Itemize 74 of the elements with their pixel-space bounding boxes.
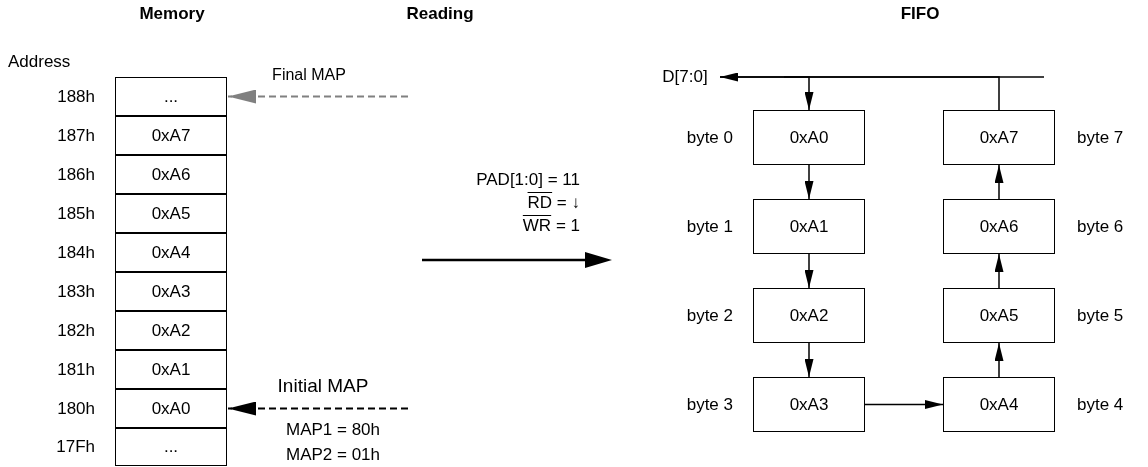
memory-cell xyxy=(115,155,227,194)
bus-label: D[7:0] xyxy=(662,67,708,87)
memory-cell xyxy=(115,233,227,272)
byte-label: byte 0 xyxy=(686,127,733,148)
arrow xyxy=(804,164,814,200)
cell-value: 0xA5 xyxy=(979,305,1019,326)
signal-label: WR = 1 xyxy=(522,216,580,236)
cell-value: ... xyxy=(163,86,179,107)
arrow xyxy=(994,253,1004,289)
cell-value: 0xA0 xyxy=(151,398,191,419)
memory-cell xyxy=(115,272,227,311)
cell-value: 0xA0 xyxy=(789,127,829,148)
arrow xyxy=(864,400,944,409)
memory-cell xyxy=(115,311,227,350)
address-label: 184h xyxy=(57,242,95,263)
byte-label: byte 2 xyxy=(686,305,733,326)
fifo-register xyxy=(753,110,865,165)
signal-label: PAD[1:0] = 11 xyxy=(476,170,580,190)
cell-value: 0xA1 xyxy=(789,216,829,237)
cell-value: ... xyxy=(163,437,179,457)
fifo-register xyxy=(943,199,1055,254)
cell-value: 0xA7 xyxy=(979,127,1019,148)
address-label: 185h xyxy=(57,203,95,224)
arrow xyxy=(719,72,1000,111)
address-label: 186h xyxy=(57,164,95,185)
cell-value: 0xA2 xyxy=(789,305,829,326)
address-label: 180h xyxy=(57,398,95,419)
cell-value: 0xA6 xyxy=(979,216,1019,237)
fifo-register xyxy=(943,377,1055,432)
memory-cell xyxy=(115,194,227,233)
fifo-register xyxy=(943,288,1055,343)
memory-cell xyxy=(115,428,227,466)
cell-value: 0xA2 xyxy=(151,320,191,341)
column-heading: FIFO xyxy=(900,4,940,24)
cell-value: 0xA1 xyxy=(151,359,191,380)
memory-cell xyxy=(115,350,227,389)
address-label: 182h xyxy=(57,320,95,341)
memory-cell xyxy=(115,389,227,428)
fifo-register xyxy=(753,377,865,432)
memory-cell xyxy=(115,77,227,116)
byte-label: byte 5 xyxy=(1077,305,1124,326)
memory-cell xyxy=(115,116,227,155)
cell-value: 0xA6 xyxy=(151,164,191,185)
byte-label: byte 4 xyxy=(1077,394,1124,415)
fifo-register xyxy=(753,199,865,254)
arrow xyxy=(804,253,814,289)
register-value: MAP2 = 01h xyxy=(286,445,380,465)
address-label: 17Fh xyxy=(56,437,95,457)
byte-label: byte 3 xyxy=(686,394,733,415)
cell-value: 0xA3 xyxy=(151,281,191,302)
fifo-register xyxy=(943,110,1055,165)
cell-value: 0xA3 xyxy=(789,394,829,415)
column-heading: Reading xyxy=(406,4,474,24)
byte-label: byte 6 xyxy=(1077,216,1124,237)
byte-label: byte 7 xyxy=(1077,127,1124,148)
cell-value: 0xA7 xyxy=(151,125,191,146)
arrow xyxy=(804,342,814,378)
address-label: 187h xyxy=(57,125,95,146)
column-heading: Address xyxy=(8,52,71,72)
signal-label: RD = ↓ xyxy=(527,193,580,213)
arrow xyxy=(994,164,1004,200)
cell-value: 0xA5 xyxy=(151,203,191,224)
byte-label: byte 1 xyxy=(686,216,733,237)
register-value: MAP1 = 80h xyxy=(286,420,380,440)
cell-value: 0xA4 xyxy=(151,242,191,263)
arrow xyxy=(994,342,1004,378)
arrow xyxy=(227,401,409,416)
column-heading: Memory xyxy=(139,4,205,24)
arrow xyxy=(227,89,409,104)
address-label: 188h xyxy=(57,86,95,107)
cell-value: 0xA4 xyxy=(979,394,1019,415)
address-label: 183h xyxy=(57,281,95,302)
fifo-register xyxy=(753,288,865,343)
address-label: 181h xyxy=(57,359,95,380)
